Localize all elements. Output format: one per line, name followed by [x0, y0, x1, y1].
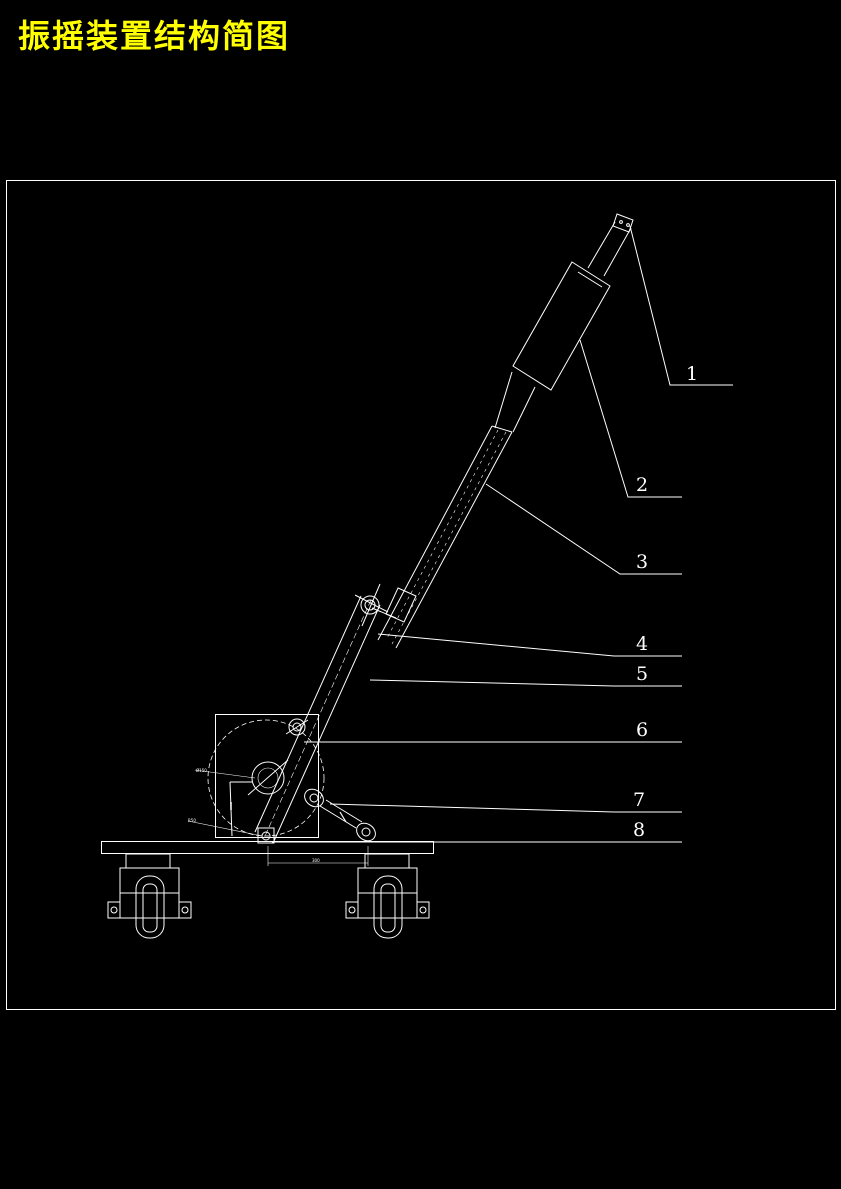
page-title: 振摇装置结构简图: [18, 17, 291, 55]
svg-text:R50: R50: [188, 818, 196, 823]
counterweight: [512, 261, 611, 391]
callout-5: 5: [636, 663, 648, 685]
leader-3: [485, 483, 682, 575]
connecting-rod: [304, 788, 376, 842]
callout-3: 3: [636, 551, 648, 573]
leader-2: [579, 339, 682, 498]
callout-labels: 1 2 3 4 5 6 7 8: [633, 363, 698, 841]
base-plate: 300: [101, 841, 434, 866]
leader-4: [377, 633, 682, 657]
leader-5: [369, 679, 682, 687]
callout-4: 4: [636, 633, 648, 655]
motor-housing: Ø150 R50: [187, 714, 325, 838]
callout-6: 6: [636, 719, 648, 741]
upper-pivot-bolt: [354, 583, 389, 627]
right-caster: [345, 853, 430, 939]
drawing-frame: [6, 180, 836, 1010]
leader-lines: [272, 225, 733, 843]
top-rod: [587, 213, 634, 277]
rocker-arm: [254, 371, 536, 842]
bottom-pivot: [257, 827, 275, 844]
mid-pivot-bolt: [285, 718, 309, 736]
callout-8: 8: [633, 819, 645, 841]
callout-1: 1: [686, 363, 698, 385]
callout-2: 2: [636, 474, 648, 496]
callout-7: 7: [633, 789, 645, 811]
leader-1: [629, 225, 733, 386]
leader-7: [329, 803, 682, 813]
svg-text:Ø150: Ø150: [196, 768, 207, 773]
svg-text:300: 300: [312, 858, 320, 863]
left-caster: [107, 853, 192, 939]
